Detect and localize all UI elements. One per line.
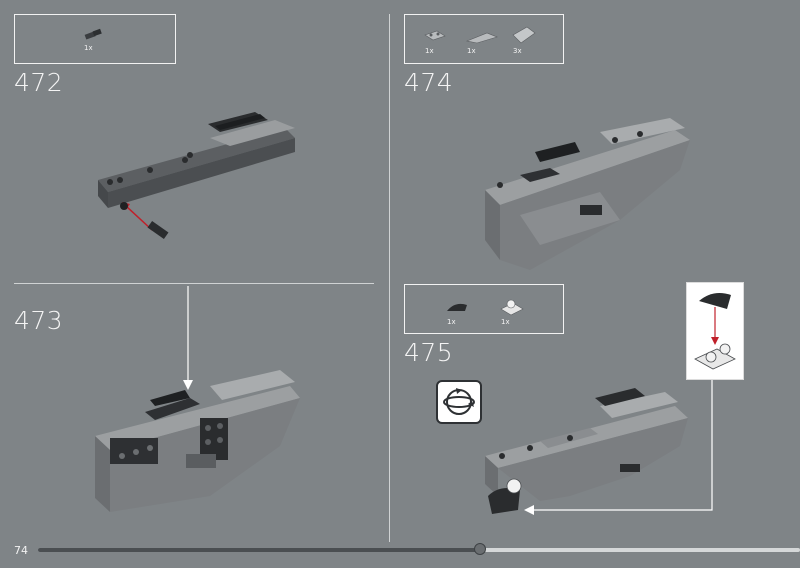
step-473-model: [95, 286, 300, 512]
step-number-474: 474: [404, 68, 454, 97]
part-qty: 3x: [513, 47, 522, 55]
part-qty: 1x: [84, 44, 93, 52]
sub-assembly-diagram: [694, 293, 736, 370]
plate-part-icon: [424, 30, 446, 41]
vertical-divider: [389, 14, 390, 542]
wedge-part-icon: [465, 32, 498, 44]
progress-fill: [38, 548, 480, 552]
step-number-475: 475: [404, 338, 454, 367]
parts-list-step-472: 1x: [14, 14, 176, 64]
page-number: 74: [14, 544, 28, 557]
parts-list-step-475: 1x 1x: [404, 284, 564, 334]
step-472-model: [98, 112, 295, 240]
step-474-model: [485, 118, 690, 270]
page-progress-bar: [38, 543, 800, 555]
rotate-arrows-icon: [443, 388, 475, 415]
progress-knob[interactable]: [473, 543, 486, 555]
step-number-472: 472: [14, 68, 64, 97]
part-qty: 1x: [425, 47, 434, 55]
horizontal-divider-left: [14, 283, 374, 284]
sub-assembly-callout: [686, 282, 744, 380]
tile-part-icon: [512, 26, 536, 44]
curved-slope-part-icon: [447, 303, 467, 311]
part-qty: 1x: [467, 47, 476, 55]
part-qty: 1x: [501, 318, 510, 326]
step-number-473: 473: [14, 306, 64, 335]
pin-part-icon: [84, 28, 102, 40]
clip-plate-part-icon: [500, 299, 524, 316]
parts-list-step-474: 1x 1x 3x: [404, 14, 564, 64]
step-475-model: [485, 388, 688, 514]
callout-connector-arrow: [524, 380, 713, 515]
rotate-model-icon: [436, 380, 482, 424]
part-qty: 1x: [447, 318, 456, 326]
